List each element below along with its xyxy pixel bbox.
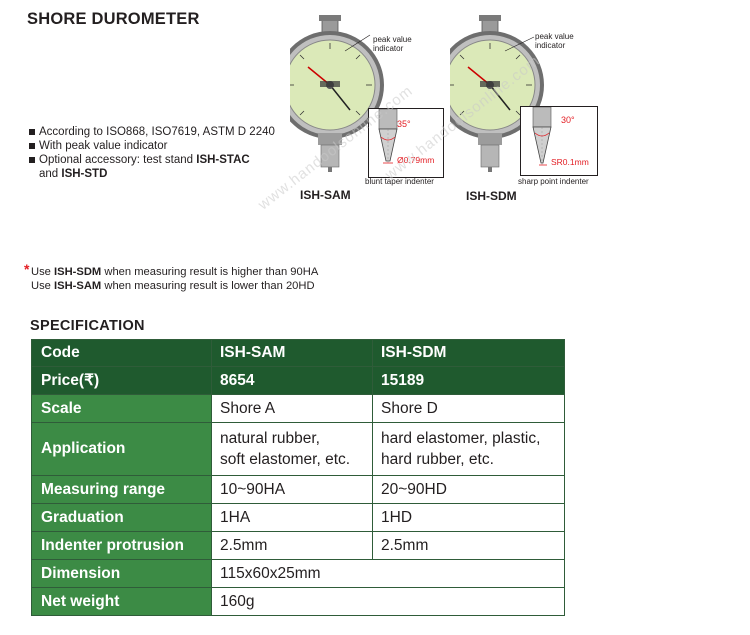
cell-shared: 160g bbox=[211, 587, 565, 616]
cell-sam: natural rubber, soft elastomer, etc. bbox=[211, 422, 373, 476]
note-line: Use ISH-SAM when measuring result is low… bbox=[31, 280, 315, 292]
row-label: Price(₹) bbox=[31, 366, 212, 395]
cell-sdm: hard elastomer, plastic, hard rubber, et… bbox=[372, 422, 565, 476]
feature-item-continued: and ISH-STD bbox=[39, 168, 108, 180]
cell-sdm: 15189 bbox=[372, 366, 565, 395]
note-line: Use ISH-SDM when measuring result is hig… bbox=[31, 266, 319, 278]
indenter-diagram-sam: 35° Ø0.79mm bbox=[368, 108, 444, 178]
table-row: Scale Shore A Shore D bbox=[31, 394, 565, 423]
bullet-icon bbox=[29, 157, 35, 163]
bullet-icon bbox=[29, 129, 35, 135]
cell-shared: 115x60x25mm bbox=[211, 559, 565, 588]
table-row: Measuring range 10~90HA 20~90HD bbox=[31, 475, 565, 504]
table-row: Application natural rubber, soft elastom… bbox=[31, 422, 565, 476]
peak-indicator-callout: peak value indicator bbox=[535, 32, 574, 50]
peak-indicator-callout: peak value indicator bbox=[373, 35, 412, 53]
table-row: Net weight 160g bbox=[31, 587, 565, 616]
cell-sdm: ISH-SDM bbox=[372, 339, 565, 367]
page-title: SHORE DUROMETER bbox=[27, 10, 200, 28]
row-label: Net weight bbox=[31, 587, 212, 616]
row-label: Measuring range bbox=[31, 475, 212, 504]
cell-sdm: 2.5mm bbox=[372, 531, 565, 560]
durometer-sdm-image bbox=[436, 15, 544, 172]
table-row: Dimension 115x60x25mm bbox=[31, 559, 565, 588]
row-label: Code bbox=[31, 339, 212, 367]
blunt-taper-indenter-icon bbox=[378, 108, 398, 165]
indenter-caption-sam: blunt taper indenter bbox=[365, 177, 434, 186]
bullet-icon bbox=[29, 143, 35, 149]
spec-title: SPECIFICATION bbox=[30, 318, 145, 334]
table-row: Price(₹) 8654 15189 bbox=[31, 366, 565, 395]
indenter-caption-sdm: sharp point indenter bbox=[518, 177, 589, 186]
cell-sdm: 20~90HD bbox=[372, 475, 565, 504]
feature-item: With peak value indicator bbox=[27, 139, 275, 153]
model-label-sdm: ISH-SDM bbox=[466, 189, 517, 203]
row-label: Indenter protrusion bbox=[31, 531, 212, 560]
product-ish-sam bbox=[276, 15, 460, 205]
product-ish-sdm bbox=[436, 15, 620, 205]
table-row: Graduation 1HA 1HD bbox=[31, 503, 565, 532]
cell-sam: Shore A bbox=[211, 394, 373, 423]
spec-table: Code ISH-SAM ISH-SDM Price(₹) 8654 15189… bbox=[31, 339, 565, 616]
row-label: Graduation bbox=[31, 503, 212, 532]
usage-note: * Use ISH-SDM when measuring result is h… bbox=[24, 261, 319, 293]
table-row: Indenter protrusion 2.5mm 2.5mm bbox=[31, 531, 565, 560]
cell-sdm: 1HD bbox=[372, 503, 565, 532]
table-row: Code ISH-SAM ISH-SDM bbox=[31, 339, 565, 367]
row-label: Dimension bbox=[31, 559, 212, 588]
model-label-sam: ISH-SAM bbox=[300, 188, 351, 202]
feature-item: According to ISO868, ISO7619, ASTM D 224… bbox=[27, 125, 275, 139]
feature-item: Optional accessory: test stand ISH-STAC bbox=[27, 153, 275, 167]
asterisk-icon: * bbox=[24, 261, 30, 277]
cell-sam: 10~90HA bbox=[211, 475, 373, 504]
feature-list: According to ISO868, ISO7619, ASTM D 224… bbox=[27, 125, 275, 181]
cell-sam: ISH-SAM bbox=[211, 339, 373, 367]
cell-sam: 2.5mm bbox=[211, 531, 373, 560]
sharp-point-indenter-icon bbox=[532, 106, 552, 167]
durometer-sam-image bbox=[276, 15, 384, 172]
indenter-diagram-sdm: 30° SR0.1mm bbox=[520, 106, 598, 176]
cell-sam: 8654 bbox=[211, 366, 373, 395]
row-label: Application bbox=[31, 422, 212, 476]
cell-sdm: Shore D bbox=[372, 394, 565, 423]
cell-sam: 1HA bbox=[211, 503, 373, 532]
row-label: Scale bbox=[31, 394, 212, 423]
